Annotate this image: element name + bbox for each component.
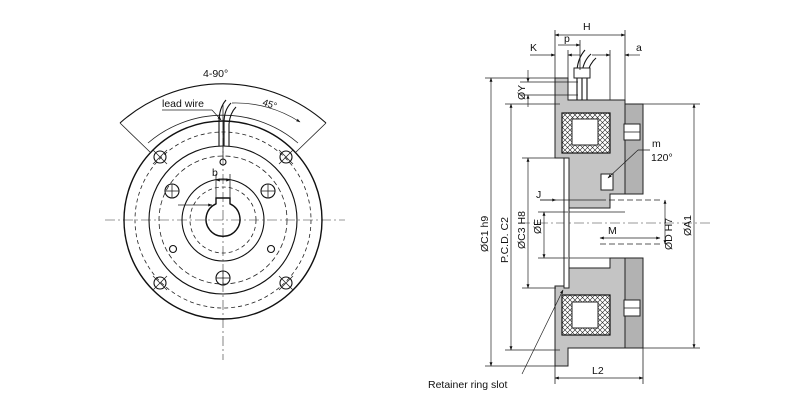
housing-top <box>554 77 644 209</box>
PCD-label: P.C.D. C2 <box>499 217 511 263</box>
E-label: ØE <box>532 219 544 234</box>
m-leader <box>607 149 639 179</box>
angle-arc-outer <box>119 83 327 124</box>
bolt-hole-top-left <box>153 150 167 164</box>
keyway-label: b <box>212 167 218 179</box>
tapped-hole-right <box>266 244 276 254</box>
tap-top <box>600 173 614 191</box>
side-view: H K p a ØY m 120° J M <box>428 21 710 391</box>
bolt-hole-bottom-right <box>279 276 293 290</box>
p-label: p <box>564 33 570 45</box>
J-label: J <box>536 189 541 201</box>
m-label: m <box>652 138 661 150</box>
coil-top-inner <box>571 118 599 146</box>
K-label: K <box>530 42 537 54</box>
angle-leader-left <box>119 122 151 153</box>
lead-wire-label: lead wire <box>162 98 204 110</box>
A1-label: ØA1 <box>682 215 694 236</box>
coil-bottom-inner <box>571 301 599 329</box>
C1-label: ØC1 h9 <box>479 216 491 252</box>
lead-wires-front <box>218 99 237 146</box>
Y-label: ØY <box>516 85 528 100</box>
angle-45-arrow <box>231 102 301 123</box>
hub-dashed-circle <box>189 186 257 254</box>
body-hole-crosses <box>165 184 275 285</box>
retainer-label: Retainer ring slot <box>428 379 507 391</box>
retainer-ring-slot <box>563 157 570 289</box>
M-label: M <box>608 225 617 237</box>
retainer-leader <box>521 289 564 375</box>
angle-label: 4-90° <box>203 68 228 80</box>
bolt-hole-crosses <box>152 149 294 291</box>
lead-wires-side <box>573 49 597 100</box>
angle-leader-right <box>295 122 327 153</box>
C3-label: ØC3 H8 <box>516 211 528 249</box>
D-label: ØD H7 <box>663 218 675 250</box>
tapped-hole-left <box>168 244 178 254</box>
angle-small-label: 45° <box>261 97 278 112</box>
a-label: a <box>636 42 642 54</box>
angle-120-label: 120° <box>651 152 673 164</box>
bolt-hole-top-right <box>279 150 293 164</box>
L2-label: L2 <box>592 365 604 377</box>
front-view: 4-90° 45° lead wire b <box>105 68 345 360</box>
bolt-hole-bottom-left <box>153 276 167 290</box>
H-label: H <box>583 21 591 33</box>
bore-with-keyway <box>205 197 241 237</box>
